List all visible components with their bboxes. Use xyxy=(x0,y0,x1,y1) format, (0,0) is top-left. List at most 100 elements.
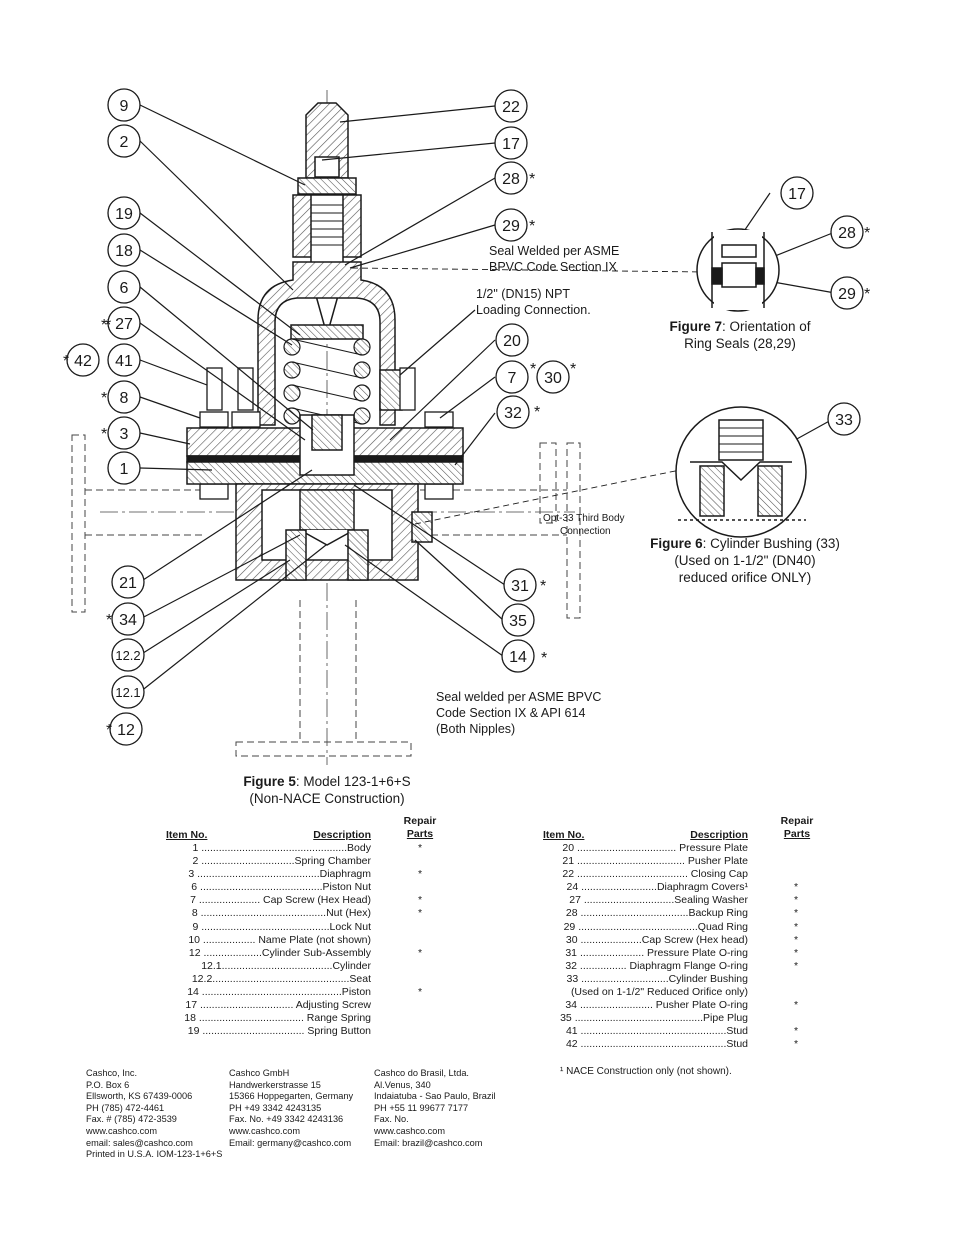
footer-germany-line: Fax. No. +49 3342 4243136 xyxy=(229,1114,344,1125)
repair-header-right-line2: Parts xyxy=(783,828,811,840)
parts-row-text: 28 .....................................… xyxy=(565,907,748,920)
parts-row-text: 21 .....................................… xyxy=(562,855,748,868)
parts-row: 33 ..............................Cylinde… xyxy=(543,973,749,986)
repair-asterisk: * xyxy=(541,650,547,667)
callout-19: 19 xyxy=(107,196,141,230)
parts-row: 34 ......................... Pusher Plat… xyxy=(543,999,798,1012)
repair-asterisk: * xyxy=(570,361,576,378)
item-no-header: Item No. xyxy=(166,828,208,841)
callout-29: 29 xyxy=(494,208,528,242)
footer-usa-line: Cashco, Inc. xyxy=(86,1068,138,1078)
footer-brazil-line: Cashco do Brasil, Ltda. xyxy=(374,1068,469,1078)
callout-2: 2 xyxy=(107,124,141,158)
svg-text:18: 18 xyxy=(115,243,133,260)
note-opt33-1: Opt-33 Third Body xyxy=(543,513,625,524)
svg-text:35: 35 xyxy=(509,613,527,630)
callout-33: 33 xyxy=(827,402,861,436)
repair-header-right-line1: Repair xyxy=(780,815,814,827)
callout-7: 7 xyxy=(495,360,529,394)
parts-row-text: 22 .....................................… xyxy=(562,868,748,881)
callout-1: 1 xyxy=(107,451,141,485)
svg-text:17: 17 xyxy=(788,186,806,203)
footer-brazil-line: PH +55 11 99677 7177 xyxy=(374,1102,469,1113)
repair-asterisk: * xyxy=(864,286,870,303)
svg-text:30: 30 xyxy=(544,370,562,387)
footer-germany-line: Cashco GmbH xyxy=(229,1068,290,1078)
callout-18: 18 xyxy=(107,233,141,267)
callout-20: 20 xyxy=(495,323,529,357)
svg-text:2: 2 xyxy=(120,134,129,151)
parts-row: 20 .................................. Pr… xyxy=(543,842,748,855)
repair-mark: * xyxy=(793,920,799,933)
callout-9: 9 xyxy=(107,88,141,122)
callout-41: 41 xyxy=(107,343,141,377)
parts-row-text: 2 ................................Spring… xyxy=(192,855,371,868)
figure7-title: : Orientation of xyxy=(721,319,811,334)
footer-usa-line: www.cashco.com xyxy=(86,1125,157,1136)
figure7-caption: Figure 7: Orientation of Ring Seals (28,… xyxy=(650,318,830,352)
svg-text:34: 34 xyxy=(119,612,137,629)
callout-14: 14 xyxy=(501,639,535,673)
repair-asterisks: **************** xyxy=(63,171,870,739)
repair-asterisk: * xyxy=(101,390,107,407)
closing-cap xyxy=(292,102,362,338)
parts-row: 14 .....................................… xyxy=(166,986,422,999)
footer-usa-line: P.O. Box 6 xyxy=(86,1079,130,1090)
svg-text:29: 29 xyxy=(502,218,520,235)
note-seal-welded-2: BPVC Code Section IX xyxy=(489,260,618,274)
svg-text:7: 7 xyxy=(508,370,517,387)
parts-row-text: 18 .................................... … xyxy=(184,1012,371,1025)
parts-row: 35 .....................................… xyxy=(543,1012,748,1025)
svg-text:12.2: 12.2 xyxy=(115,648,140,663)
repair-mark: * xyxy=(793,1038,799,1051)
callout-27: 27 xyxy=(107,306,141,340)
parts-row: 12.1....................................… xyxy=(166,960,371,973)
footer-germany-line: 15366 Hoppegarten, Germany xyxy=(229,1091,354,1102)
parts-row: 41 .....................................… xyxy=(543,1025,798,1038)
callout-42: 42 xyxy=(66,343,100,377)
parts-row-text: 32 ................ Diaphragm Flange O-r… xyxy=(565,959,748,972)
parts-row-text: 31 ...................... Pressure Plate… xyxy=(565,946,748,959)
repair-asterisk: * xyxy=(101,426,107,443)
repair-header-left-line2: Parts xyxy=(406,828,434,840)
footnote: ¹ NACE Construction only (not shown). xyxy=(560,1066,732,1077)
footer-germany-line: Email: germany@cashco.com xyxy=(229,1137,352,1148)
note-nipples-2: Code Section IX & API 614 xyxy=(436,706,585,720)
callout-35: 35 xyxy=(501,603,535,637)
parts-row-text: 10 .................. Name Plate (not sh… xyxy=(188,933,371,946)
repair-mark: * xyxy=(793,999,799,1012)
svg-text:20: 20 xyxy=(503,333,521,350)
spring-chamber xyxy=(257,261,403,426)
parts-row-text: 19 ................................... S… xyxy=(187,1025,371,1038)
parts-row-text: 12.1....................................… xyxy=(201,959,371,972)
svg-text:41: 41 xyxy=(115,353,133,370)
footer-brazil-line: Indaiatuba - Sao Paulo, Brazil xyxy=(374,1091,496,1102)
parts-row: 6 ......................................… xyxy=(166,881,371,894)
parts-row-text: 34 ......................... Pusher Plat… xyxy=(565,999,748,1012)
callout-28: 28 xyxy=(830,215,864,249)
svg-text:6: 6 xyxy=(120,280,129,297)
svg-text:28: 28 xyxy=(838,225,856,242)
callout-bubbles: 9219186274142831213412.212.1122217282920… xyxy=(66,88,864,746)
footer-brazil-line: Email: brazil@cashco.com xyxy=(374,1137,483,1148)
callout-34: 34 xyxy=(111,602,145,636)
footer-brazil-line: Fax. No. xyxy=(374,1114,409,1125)
repair-mark: * xyxy=(417,946,423,959)
callout-31: 31 xyxy=(503,568,537,602)
parts-row: 27 ...............................Sealin… xyxy=(543,894,798,907)
figure5-title: : Model 123-1+6+S xyxy=(295,774,411,789)
svg-text:21: 21 xyxy=(119,575,137,592)
repair-asterisk: * xyxy=(530,361,536,378)
figure6-subtitle-1: (Used on 1-1/2" (DN40) xyxy=(674,553,816,568)
callout-12-1: 12.1 xyxy=(111,675,145,709)
footer-usa-line: Fax. # (785) 472-3539 xyxy=(86,1114,177,1125)
repair-asterisk: * xyxy=(63,353,69,370)
parts-row: 9 ......................................… xyxy=(166,921,371,934)
parts-row: 12.2....................................… xyxy=(166,973,371,986)
repair-header-left: Repair Parts xyxy=(398,815,442,841)
parts-row: 8 ......................................… xyxy=(166,907,422,920)
parts-row-text: 20 .................................. Pr… xyxy=(562,842,748,854)
parts-table-right: Item No. Description 20 ................… xyxy=(543,814,798,1052)
repair-mark: * xyxy=(793,907,799,920)
figure6-detail xyxy=(675,406,807,538)
